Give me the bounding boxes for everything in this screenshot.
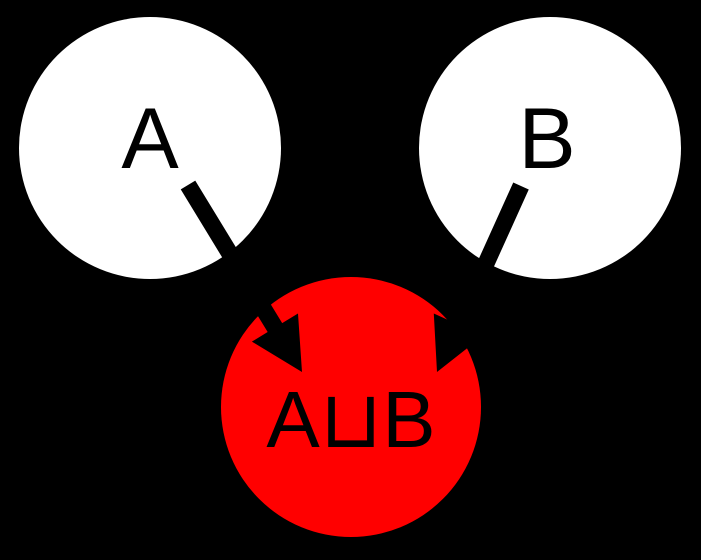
node-set-a[interactable]: A [19, 17, 281, 279]
set-union-label: A⊔B [266, 375, 435, 464]
set-b-label: B [518, 91, 575, 187]
arrow-a-to-union [180, 180, 302, 372]
set-b-circle[interactable] [419, 17, 681, 279]
arrow-a-shaft-and-head [180, 180, 302, 372]
node-set-b[interactable]: B [419, 17, 681, 279]
set-a-circle[interactable] [19, 17, 281, 279]
set-a-label: A [121, 91, 179, 187]
arrow-b-to-union [433, 182, 529, 372]
arrow-b-shaft-and-head [433, 182, 529, 372]
